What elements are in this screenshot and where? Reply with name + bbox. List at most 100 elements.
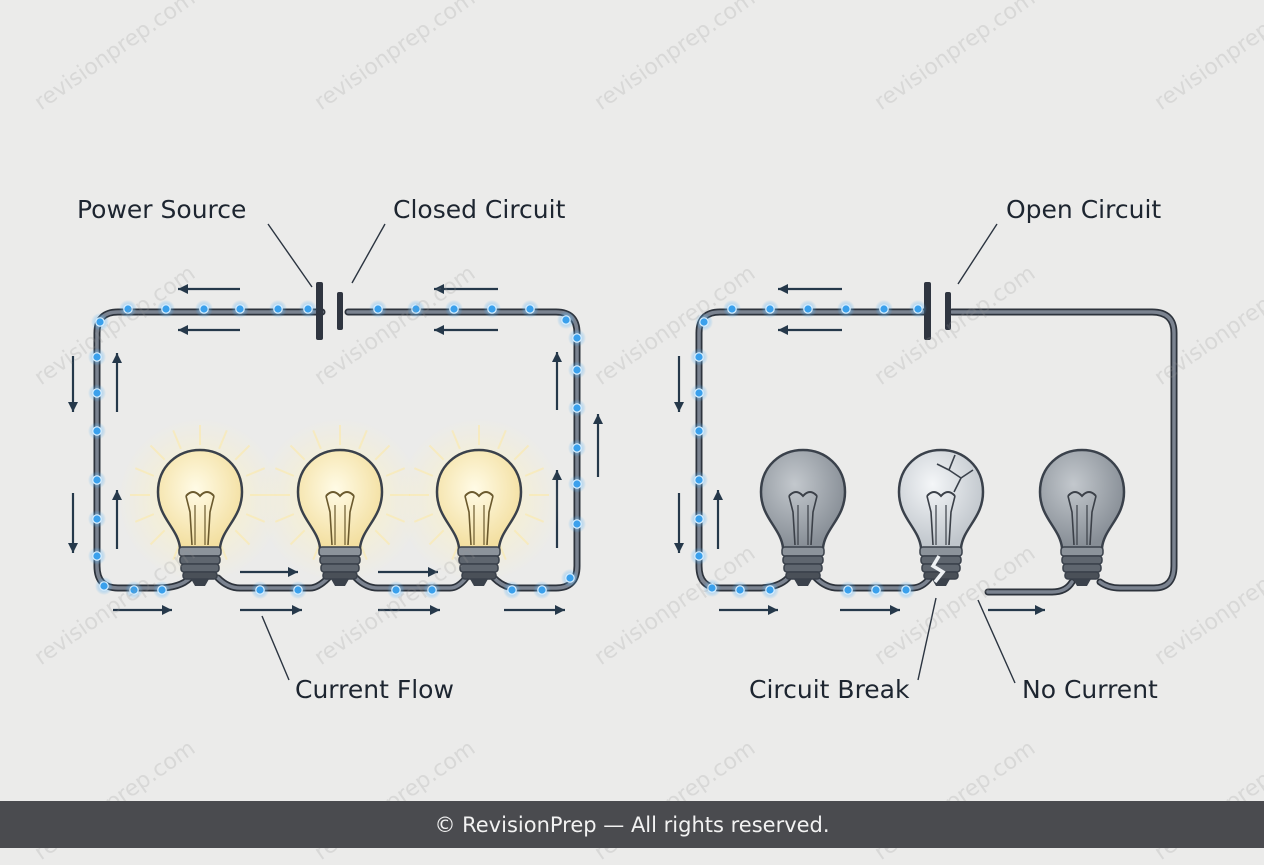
current-dot — [92, 426, 102, 436]
bulb-filament — [926, 491, 956, 498]
arrow-head — [593, 414, 603, 424]
lit-bulb-icon — [118, 418, 282, 586]
current-dot — [694, 514, 704, 524]
right-wire-right — [950, 310, 1176, 590]
left-wire-bottom-mid2 — [354, 576, 468, 590]
current-dot — [572, 403, 582, 413]
bulb-base-ring — [919, 546, 963, 557]
bulb-glass — [1038, 448, 1126, 550]
current-dot — [92, 551, 102, 561]
bulb-glass — [435, 448, 523, 550]
bulb-base-tip — [794, 579, 812, 586]
bulb-base-ring — [182, 571, 218, 580]
bulb-base-ring — [1060, 546, 1104, 557]
current-arrow-icon — [434, 325, 498, 335]
arrow-head — [288, 567, 298, 577]
bulb-filament — [788, 491, 818, 498]
current-arrow-icon — [504, 605, 565, 615]
current-dot — [572, 443, 582, 453]
arrow-head — [178, 325, 188, 335]
current-dot — [525, 304, 535, 314]
current-dot — [129, 585, 139, 595]
bulb-base-ring — [1061, 555, 1103, 565]
bulb-ray — [245, 467, 266, 477]
current-dot — [427, 585, 437, 595]
current-dot — [157, 585, 167, 595]
current-dot — [879, 304, 889, 314]
bulb-stem — [334, 505, 346, 545]
current-dot — [487, 304, 497, 314]
current-dot — [235, 304, 245, 314]
label-open-circuit: Open Circuit — [1006, 195, 1162, 224]
bulb-filament-leads — [185, 495, 215, 546]
current-dot — [572, 519, 582, 529]
bulb-base-ring — [1062, 563, 1102, 573]
current-dot — [572, 365, 582, 375]
current-dot — [92, 352, 102, 362]
current-dot — [99, 581, 109, 591]
current-arrow-icon — [378, 567, 438, 577]
arrow-head — [178, 284, 188, 294]
bulb-base-ring — [322, 571, 358, 580]
current-dot — [735, 585, 745, 595]
bulb-base-ring — [785, 571, 821, 580]
current-dot — [901, 585, 911, 595]
label-current-flow: Current Flow — [295, 675, 454, 704]
left-wire-bottom-mid1 — [216, 576, 330, 590]
bulb-ray — [374, 529, 391, 546]
current-arrow-icon — [778, 325, 842, 335]
bulb-ray — [524, 467, 545, 477]
arrow-head — [112, 353, 122, 363]
battery-long-plate — [316, 282, 323, 340]
label-circuit-break: Circuit Break — [749, 675, 910, 704]
bulb-filament-leads — [325, 495, 355, 546]
label-closed-circuit: Closed Circuit — [393, 195, 566, 224]
leader-line — [957, 223, 998, 285]
current-dot — [507, 585, 517, 595]
lit-bulb-icon — [397, 418, 561, 586]
current-arrow-icon — [434, 284, 498, 294]
current-dot — [913, 304, 923, 314]
bulb-base-ring — [920, 555, 962, 565]
current-dot — [391, 585, 401, 595]
current-arrow-icon — [113, 605, 172, 615]
current-dot — [293, 585, 303, 595]
arrow-head — [778, 284, 788, 294]
bulb-ray — [289, 529, 306, 546]
bulb-ray — [358, 429, 368, 450]
current-dot — [95, 317, 105, 327]
current-dot — [255, 585, 265, 595]
bulb-ray — [451, 429, 461, 450]
bulb-ray — [428, 529, 445, 546]
current-dot — [841, 304, 851, 314]
arrow-head — [890, 605, 900, 615]
label-no-current: No Current — [1022, 675, 1158, 704]
current-dot — [373, 304, 383, 314]
current-dot — [727, 304, 737, 314]
battery-long-plate — [924, 282, 931, 340]
current-arrow-icon — [68, 493, 78, 553]
bulb-glass — [759, 448, 847, 550]
bulb-ray — [312, 429, 322, 450]
current-arrow-icon — [240, 567, 298, 577]
bulb-glass — [296, 448, 384, 550]
bulb-ray — [513, 444, 530, 461]
lit-bulb-icon — [258, 418, 422, 586]
bulb-filament — [325, 491, 355, 498]
bulb-base-ring — [179, 555, 221, 565]
bulb-base-tip — [331, 579, 349, 586]
bulb-glass — [156, 448, 244, 550]
current-dot — [699, 317, 709, 327]
bulb-stem — [935, 505, 947, 545]
current-arrow-icon — [674, 493, 684, 553]
bulb-base-ring — [319, 555, 361, 565]
bulb-base-tip — [470, 579, 488, 586]
bulb-filament-leads — [1067, 495, 1097, 546]
arrow-head — [555, 605, 565, 615]
current-arrow-icon — [112, 353, 122, 412]
arrow-head — [434, 325, 444, 335]
bulb-ray — [234, 444, 251, 461]
diagram-canvas — [68, 223, 1178, 684]
current-dot — [161, 304, 171, 314]
bulb-base-ring — [458, 555, 500, 565]
